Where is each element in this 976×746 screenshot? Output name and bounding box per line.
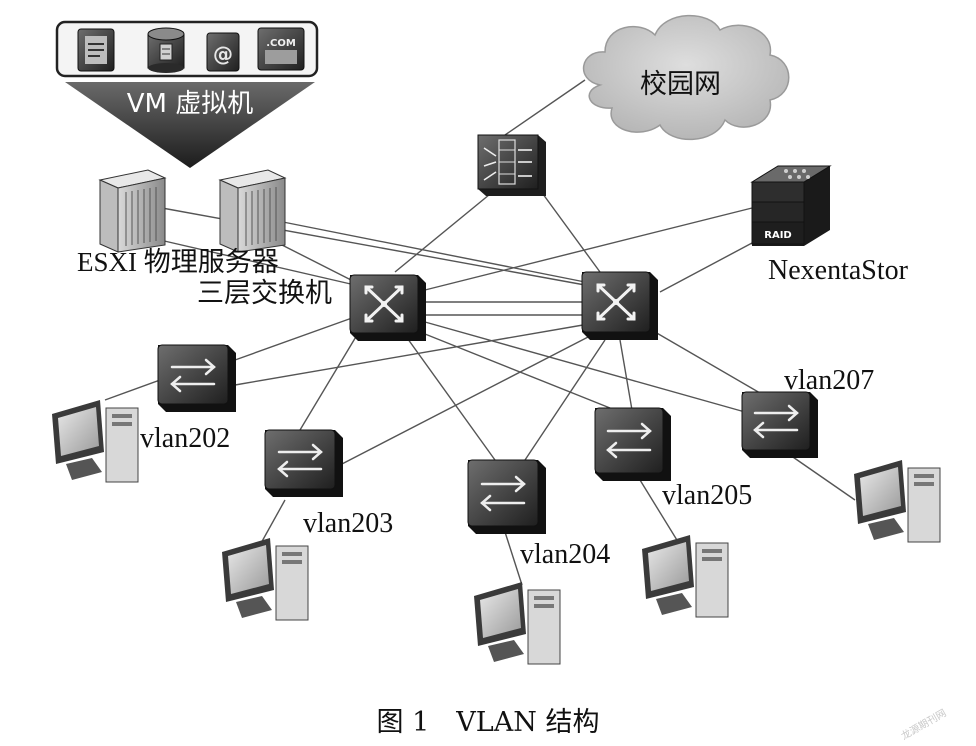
pc-vlan203-icon — [222, 538, 309, 621]
campus-network-label: 校园网 — [640, 69, 721, 100]
document-icon — [77, 28, 115, 72]
vlan203-label: vlan203 — [303, 508, 394, 539]
raid-storage-icon: RAID — [750, 165, 832, 246]
pc-vlan207-icon — [854, 460, 941, 543]
link-coreR-v205 — [619, 339, 633, 411]
storage-label: NexentaStor — [768, 255, 908, 286]
pc-vlan202-icon — [52, 400, 139, 483]
link-v203-pc — [259, 499, 286, 546]
link-router-cloud — [504, 79, 586, 136]
link-coreR-v207 — [654, 331, 761, 394]
link-router-core-right — [539, 189, 601, 273]
pc-vlan204-icon — [474, 582, 561, 665]
link-coreR-v204 — [524, 339, 606, 461]
link-coreR-v203 — [339, 335, 591, 466]
access-switch-vlan203-icon — [264, 429, 343, 497]
at-sign-icon: @ — [206, 32, 240, 72]
vm-group: @ .COM — [55, 20, 319, 168]
vm-tray — [55, 20, 319, 78]
database-icon — [147, 27, 185, 73]
access-switch-vlan205-icon — [594, 407, 671, 481]
link-v205-pc — [639, 479, 681, 546]
access-switch-vlan204-icon — [467, 459, 546, 534]
link-coreL-v204 — [404, 334, 496, 461]
link-coreR-v202 — [234, 324, 584, 386]
link-coreL-v202 — [234, 317, 353, 361]
esxi-server-1-icon — [98, 169, 167, 253]
link-server2-core-right — [282, 221, 586, 283]
link-v202-pc — [104, 379, 161, 401]
vlan202-label: vlan202 — [140, 423, 231, 454]
network-links — [104, 79, 856, 586]
access-switch-vlan207-icon — [741, 391, 818, 458]
link-storage-core-left — [424, 207, 753, 291]
at-sign-text: @ — [213, 42, 233, 66]
link-router-core-left — [394, 189, 496, 273]
vm-label: VM 虚拟机 — [127, 89, 253, 119]
core-switch-right-icon — [581, 271, 658, 340]
link-coreL-v207 — [424, 321, 746, 413]
link-server2-core-left — [281, 244, 356, 283]
link-storage-core-right — [659, 242, 753, 293]
pc-vlan205-icon — [642, 535, 729, 618]
vlan207-label: vlan207 — [784, 365, 875, 396]
raid-text: RAID — [764, 230, 791, 241]
link-coreL-v203 — [299, 329, 361, 431]
core-switch-left-icon — [349, 274, 426, 341]
link-server1-core-left — [159, 239, 356, 286]
link-coreL-v205 — [419, 331, 616, 411]
access-switch-vlan202-icon — [157, 344, 236, 412]
edge-router-icon — [477, 134, 546, 196]
dotcom-icon: .COM — [257, 27, 305, 71]
figure-caption: 图 1 VLAN 结构 — [376, 707, 600, 738]
vlan204-label: vlan204 — [520, 539, 611, 570]
esxi-servers-label: ESXI 物理服务器 — [77, 247, 279, 277]
vm-funnel — [65, 82, 315, 168]
link-v207-pc — [789, 454, 856, 501]
esxi-server-2-icon — [218, 169, 287, 253]
dotcom-text: .COM — [266, 38, 296, 49]
vlan205-label: vlan205 — [662, 480, 753, 511]
campus-network-cloud — [582, 14, 790, 141]
link-v204-pc — [504, 531, 523, 586]
core-switches-label: 三层交换机 — [197, 278, 332, 309]
